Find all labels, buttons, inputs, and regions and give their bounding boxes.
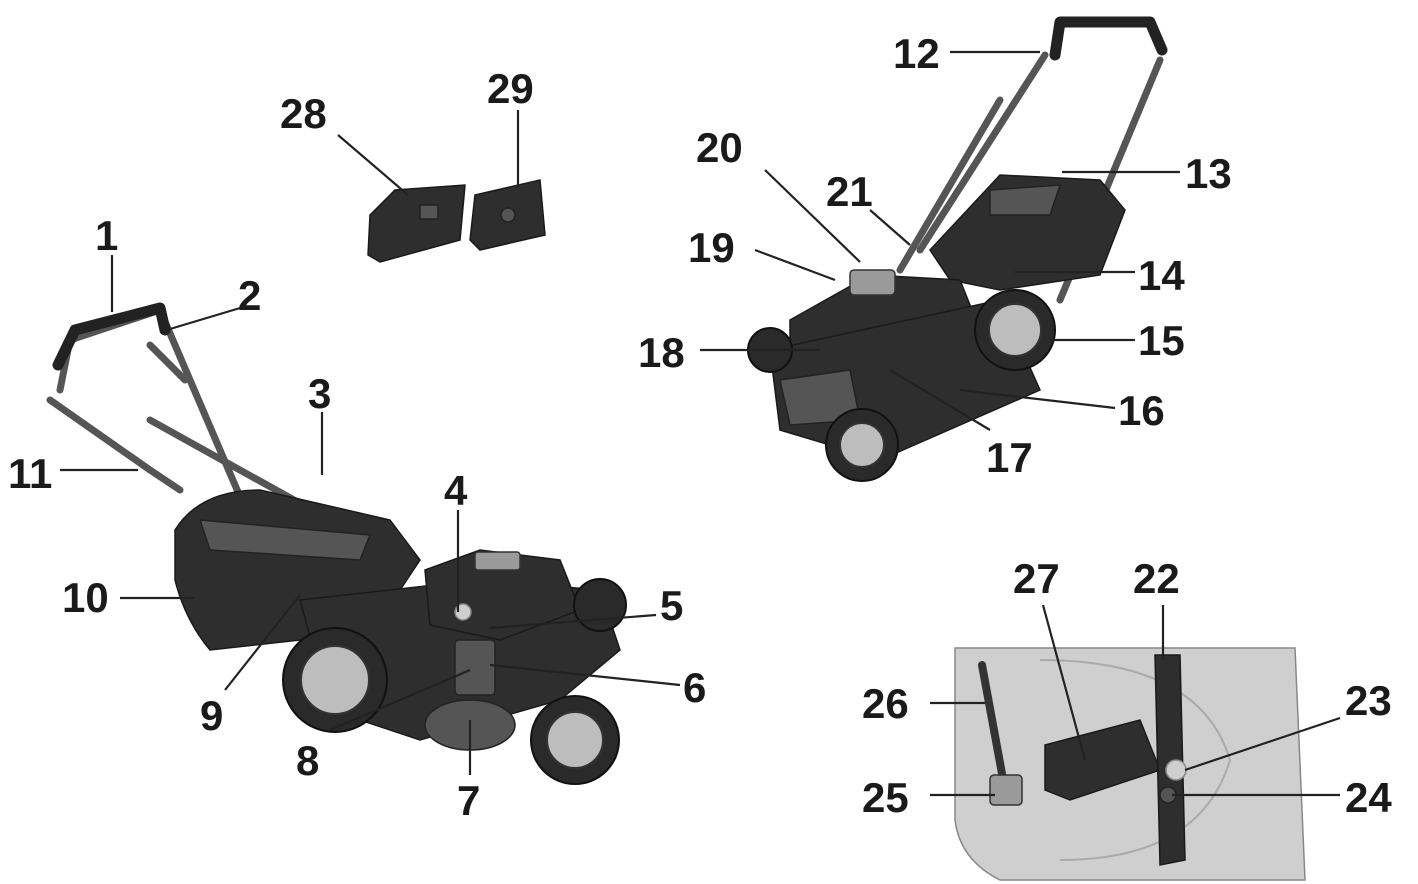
part-numbers: 1 2 3 4 5 6 7 8 9 10 11 12 13 14 15 16 1…	[8, 30, 1392, 824]
part-number-9: 9	[200, 692, 223, 739]
part-number-6: 6	[683, 664, 706, 711]
grass-bag-top	[198, 519, 372, 561]
part-number-4: 4	[444, 467, 468, 514]
front-back-wheel	[573, 578, 627, 632]
front-front-wheel-rim	[839, 422, 885, 468]
leader-8	[329, 668, 471, 732]
leader-16	[959, 388, 1116, 410]
part-number-15: 15	[1138, 317, 1185, 364]
part-number-21: 21	[826, 168, 873, 215]
part-number-7: 7	[457, 777, 480, 824]
deck-curve	[1039, 659, 1232, 861]
leader-9	[224, 594, 301, 691]
part-number-22: 22	[1133, 555, 1180, 602]
leader-5	[489, 613, 657, 630]
mower-front-view	[747, 16, 1168, 482]
leader-6	[489, 663, 681, 687]
part-number-14: 14	[1138, 252, 1185, 299]
leader-23	[1184, 716, 1341, 772]
mulching-plug	[367, 184, 466, 263]
part-number-17: 17	[986, 434, 1033, 481]
drive-lever	[146, 341, 189, 384]
part-number-23: 23	[1345, 677, 1392, 724]
part-number-12: 12	[893, 30, 940, 77]
adjuster-knob	[989, 774, 1023, 806]
cutting-height-rod	[978, 661, 1009, 794]
part-number-29: 29	[487, 65, 534, 112]
mulching-plug-latch	[419, 204, 439, 220]
front-handle-grip	[1049, 16, 1168, 61]
front-rear-wheel-rim	[988, 303, 1042, 357]
mower-side-view	[46, 302, 627, 785]
part-number-20: 20	[696, 124, 743, 171]
part-number-24: 24	[1345, 774, 1392, 821]
leader-20	[764, 169, 861, 263]
part-number-3: 3	[308, 370, 331, 417]
leader-2	[159, 306, 241, 334]
front-wheel-rim	[546, 711, 604, 769]
blade-washer	[1165, 759, 1187, 781]
part-number-1: 1	[95, 212, 118, 259]
handle-left-bar	[46, 396, 184, 494]
part-number-10: 10	[62, 574, 109, 621]
leader-27	[1041, 604, 1087, 761]
handle-frame	[56, 306, 254, 524]
mulching-accessories	[367, 179, 546, 263]
blade-holder	[1044, 719, 1161, 801]
engine-cover-plate	[474, 551, 521, 571]
part-number-19: 19	[688, 224, 735, 271]
part-number-18: 18	[638, 329, 685, 376]
leader-28	[337, 134, 409, 196]
part-number-8: 8	[296, 737, 319, 784]
leader-17	[889, 369, 991, 431]
handle-grip	[52, 302, 171, 371]
leader-21	[869, 209, 911, 246]
part-number-13: 13	[1185, 150, 1232, 197]
underside-view	[954, 647, 1306, 881]
front-grass-bag-vent	[989, 184, 1062, 216]
part-number-5: 5	[660, 582, 683, 629]
front-handle-mid	[896, 96, 1004, 274]
cutting-blade	[1154, 654, 1186, 866]
front-handle-left	[916, 51, 1049, 254]
part-number-11: 11	[8, 450, 52, 497]
part-number-28: 28	[280, 90, 327, 137]
part-number-26: 26	[862, 680, 909, 727]
height-adjuster	[454, 639, 496, 696]
leader-lines	[60, 50, 1341, 797]
part-number-2: 2	[238, 272, 261, 319]
part-number-27: 27	[1013, 555, 1060, 602]
rear-wheel-rim	[300, 645, 370, 715]
part-number-25: 25	[862, 774, 909, 821]
chute-pivot	[500, 207, 516, 223]
part-number-16: 16	[1118, 387, 1165, 434]
front-engine-cover	[849, 269, 896, 296]
leader-19	[754, 248, 836, 282]
